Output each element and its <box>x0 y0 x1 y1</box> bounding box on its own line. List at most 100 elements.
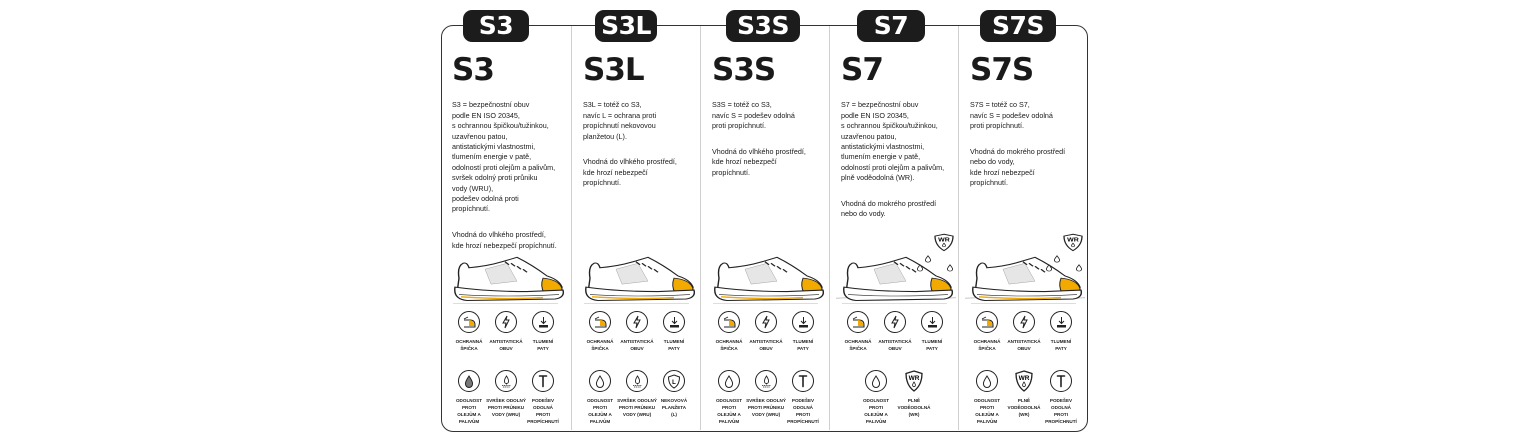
svg-text:WR: WR <box>909 375 920 382</box>
class-tab-s3l[interactable]: S3L <box>595 10 657 42</box>
feature-label: TLUMENÍ PATY <box>663 339 685 351</box>
feature-item: TLUMENÍ PATY <box>523 311 563 352</box>
puncture-plate <box>978 296 1062 300</box>
description-text: S7 = bezpečnostní obuv podle EN ISO 2034… <box>841 100 945 183</box>
class-tab-s7s[interactable]: S7S <box>980 10 1056 42</box>
class-column-s7s: S7S S7S = totéž co S7, navíc S = podešev… <box>958 26 1088 430</box>
feature-label: OCHRANNÁ ŠPIČKA <box>455 339 483 351</box>
feature-item: TLUMENÍ PATY <box>654 311 694 352</box>
feature-label: ODOLNOST PROTI OLEJŮM A PALIVŮM <box>973 398 1001 424</box>
feature-label: PODEŠEV ODOLNÁ PROTI PROPÍCHNUTÍ <box>1045 398 1077 424</box>
nail-icon <box>1050 370 1072 392</box>
feature-item: OCHRANNÁ ŠPIČKA <box>967 311 1007 352</box>
lightning-icon <box>1013 311 1035 333</box>
feature-item: ANTISTATICKÁ OBUV <box>875 311 915 352</box>
usage-text: Vhodná do mokrého prostředí nebo do vody… <box>970 147 1066 188</box>
feature-item: ODOLNOST PROTI OLEJŮM A PALIVŮM <box>449 370 489 425</box>
heel-shock-icon <box>1050 311 1072 333</box>
shoe-illustration <box>447 232 567 302</box>
lightning-icon <box>495 311 517 333</box>
feature-item: SVRŠEK ODOLNÝ PROTI PRŮNIKU VODY (WRU) <box>617 370 657 418</box>
class-column-s7: S7 S7 = bezpečnostní obuv podle EN ISO 2… <box>829 26 959 430</box>
oil-drop-icon <box>589 370 611 392</box>
divider <box>453 303 558 304</box>
lightning-icon <box>626 311 648 333</box>
oil-drop-icon <box>718 370 740 392</box>
heel-shock-icon <box>663 311 685 333</box>
feature-label: ANTISTATICKÁ OBUV <box>1007 339 1041 351</box>
lightning-icon <box>755 311 777 333</box>
oil-drop-icon <box>865 370 887 392</box>
class-column-s3: S3 S3 = bezpečnostní obuv podle EN ISO 2… <box>441 26 570 430</box>
feature-item: OCHRANNÁ ŠPIČKA <box>580 311 620 352</box>
shoe-illustration: WR <box>835 232 957 302</box>
feature-item: ODOLNOST PROTI OLEJŮM A PALIVŮM <box>856 370 896 425</box>
feature-label: PLNĚ VODĚODOLNÁ (WR) <box>897 398 931 417</box>
feature-item: ODOLNOST PROTI OLEJŮM A PALIVŮM <box>967 370 1007 425</box>
nail-icon <box>532 370 554 392</box>
description-text: S3S = totéž co S3, navíc S = podešev odo… <box>712 100 795 131</box>
feature-label: OCHRANNÁ ŠPIČKA <box>715 339 743 351</box>
feature-label: PODEŠEV ODOLNÁ PROTI PROPÍCHNUTÍ <box>527 398 559 424</box>
feature-label: SVRŠEK ODOLNÝ PROTI PRŮNIKU VODY (WRU) <box>746 398 786 417</box>
class-tab-s7[interactable]: S7 <box>857 10 925 42</box>
feature-item: TLUMENÍ PATY <box>1041 311 1081 352</box>
puncture-plate <box>460 296 544 300</box>
description-text: S3 = bezpečnostní obuv podle EN ISO 2034… <box>452 100 556 214</box>
class-title: S3 <box>452 52 495 88</box>
feature-item: TLUMENÍ PATY <box>783 311 823 352</box>
oil-drop-filled-icon <box>458 370 480 392</box>
toe-cap-icon <box>589 311 611 333</box>
class-tab-s3[interactable]: S3 <box>463 10 529 42</box>
feature-label: TLUMENÍ PATY <box>532 339 554 351</box>
usage-text: Vhodná do vlhkého prostředí, kde hrozí n… <box>583 157 677 188</box>
feature-label: ANTISTATICKÁ OBUV <box>489 339 523 351</box>
usage-text: Vhodná do mokrého prostředí nebo do vody… <box>841 199 937 219</box>
heel-shock-icon <box>532 311 554 333</box>
divider <box>713 303 818 304</box>
feature-label: SVRŠEK ODOLNÝ PROTI PRŮNIKU VODY (WRU) <box>617 398 657 417</box>
l-shield-icon: L <box>663 370 685 392</box>
feature-item: SVRŠEK ODOLNÝ PROTI PRŮNIKU VODY (WRU) <box>486 370 526 418</box>
feature-label: TLUMENÍ PATY <box>1050 339 1072 351</box>
feature-item: OCHRANNÁ ŠPIČKA <box>449 311 489 352</box>
feature-label: ANTISTATICKÁ OBUV <box>878 339 912 351</box>
class-description: S3S = totéž co S3, navíc S = podešev odo… <box>712 90 830 189</box>
feature-label: PODEŠEV ODOLNÁ PROTI PROPÍCHNUTÍ <box>787 398 819 424</box>
class-title: S3L <box>583 52 645 88</box>
feature-item: OCHRANNÁ ŠPIČKA <box>709 311 749 352</box>
toe-cap-icon <box>718 311 740 333</box>
class-title: S7S <box>970 52 1034 88</box>
class-tab-s3s[interactable]: S3S <box>726 10 800 42</box>
heel-shock-icon <box>792 311 814 333</box>
feature-label: ANTISTATICKÁ OBUV <box>749 339 783 351</box>
water-drop <box>1045 264 1053 272</box>
shoe-sole <box>454 286 565 302</box>
toe-cap-icon <box>847 311 869 333</box>
feature-label: ODOLNOST PROTI OLEJŮM A PALIVŮM <box>586 398 614 424</box>
divider <box>971 303 1076 304</box>
puncture-plate <box>720 296 804 300</box>
feature-label: ODOLNOST PROTI OLEJŮM A PALIVŮM <box>715 398 743 424</box>
feature-label: NEKOVOVÁ PLANŽETA (L) <box>660 398 688 417</box>
water-drop <box>1053 255 1061 263</box>
toe-cap-icon <box>458 311 480 333</box>
feature-item: ANTISTATICKÁ OBUV <box>617 311 657 352</box>
feature-item: WR PLNĚ VODĚODOLNÁ (WR) <box>894 370 934 418</box>
feature-item: ODOLNOST PROTI OLEJŮM A PALIVŮM <box>580 370 620 425</box>
class-description: S3 = bezpečnostní obuv podle EN ISO 2034… <box>452 90 570 262</box>
shoe-sole <box>972 286 1083 302</box>
shoe-illustration: WR <box>964 232 1086 302</box>
feature-label: OCHRANNÁ ŠPIČKA <box>844 339 872 351</box>
water-penetration-icon <box>495 370 517 392</box>
feature-item: TLUMENÍ PATY <box>912 311 952 352</box>
class-column-s3s: S3S S3S = totéž co S3, navíc S = podešev… <box>700 26 830 430</box>
shoe-illustration <box>578 232 698 302</box>
lightning-icon <box>884 311 906 333</box>
heel-shock-icon <box>921 311 943 333</box>
water-drop <box>946 264 954 272</box>
toe-cap-icon <box>976 311 998 333</box>
nail-icon <box>792 370 814 392</box>
divider <box>842 303 947 304</box>
class-description: S7S = totéž co S7, navíc S = podešev odo… <box>970 90 1088 199</box>
